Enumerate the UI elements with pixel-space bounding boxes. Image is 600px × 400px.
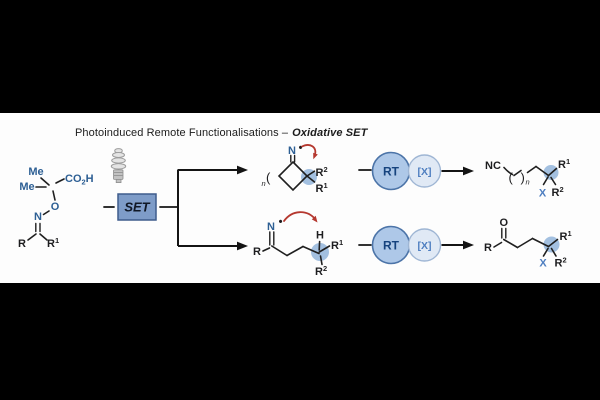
r-group-label: R xyxy=(484,242,492,254)
r1-group-label: R1 xyxy=(316,181,328,195)
oxidant-label: [X] xyxy=(418,166,432,178)
nitrogen-radical-label: N xyxy=(267,221,275,233)
oxygen-label: O xyxy=(51,201,60,213)
arrowhead xyxy=(237,165,248,175)
radical-dot: • xyxy=(279,216,283,228)
repeat-paren-close: ) xyxy=(521,170,525,185)
acyclic-iminyl-radical: R N • H R1 R2 xyxy=(253,211,343,278)
oxidant-condition-circle xyxy=(407,228,442,262)
substituent-bonds xyxy=(306,170,316,183)
conditions-bottom: RT [X] xyxy=(358,225,474,265)
arrowhead xyxy=(463,240,474,250)
carbonyl-double-bond xyxy=(501,227,507,239)
x-group-label: X xyxy=(539,188,547,200)
carboxylic-acid-label: CO2H xyxy=(65,173,94,187)
chain-bonds xyxy=(262,240,331,266)
branch-arrows xyxy=(177,165,248,251)
substrate-bonds xyxy=(27,177,65,241)
oxidant-condition-circle xyxy=(407,154,442,188)
repeat-paren-open: ( xyxy=(509,170,514,185)
r2-group-label: R2 xyxy=(316,165,328,179)
set-label: SET xyxy=(124,200,150,215)
hat-arrow xyxy=(283,211,317,222)
scheme-panel xyxy=(0,113,600,283)
hydrogen-label: H xyxy=(316,230,324,242)
r-group-label: R xyxy=(18,238,26,250)
r1-group-label: R1 xyxy=(560,229,572,243)
substrate-oxime-ester: Me Me CO2H O N R R1 xyxy=(18,166,94,250)
imine-double-bond xyxy=(290,154,296,163)
rt-label: RT xyxy=(383,239,400,253)
repeat-index: n xyxy=(526,178,530,187)
r1-group-label: R1 xyxy=(558,157,570,171)
ketone-product: R O R1 X R2 xyxy=(484,217,572,270)
r1-group-label: R1 xyxy=(331,238,343,252)
x-group-label: X xyxy=(539,258,547,270)
nitrile-label: NC xyxy=(485,160,501,172)
conditions-top: RT [X] xyxy=(358,151,474,191)
nitrogen-label: N xyxy=(34,211,42,223)
r2-group-label: R2 xyxy=(552,185,564,199)
arrowhead xyxy=(463,166,474,176)
r2-group-label: R2 xyxy=(555,256,567,270)
methyl-label: Me xyxy=(28,166,43,178)
imine-double-bond xyxy=(269,231,275,246)
hat-arrowhead xyxy=(311,215,318,223)
radical-dot: • xyxy=(299,142,303,154)
chain-bonds xyxy=(493,237,559,257)
electron-shift-arrowhead xyxy=(313,152,318,160)
chain-bonds xyxy=(503,165,558,186)
r-group-label: R xyxy=(253,246,261,258)
ring-size-paren: ( xyxy=(266,170,271,185)
methyl-label: Me xyxy=(19,181,34,193)
arrowhead xyxy=(237,241,248,251)
cfl-bulb-icon xyxy=(110,148,127,183)
oxygen-label: O xyxy=(500,217,509,229)
rt-label: RT xyxy=(383,165,400,179)
set-box xyxy=(117,193,157,221)
nitrogen-radical-label: N xyxy=(288,145,296,157)
oxidant-label: [X] xyxy=(418,240,432,252)
scheme-title: Photoinduced Remote Functionalisations –… xyxy=(75,127,369,139)
cyclic-iminyl-radical: N • n ( R2 R1 xyxy=(262,142,328,195)
ring-size-index: n xyxy=(262,179,266,188)
r1-group-label: R1 xyxy=(47,236,59,250)
imine-double-bond xyxy=(35,222,41,233)
nitrile-product: NC ( ) n R1 X R2 xyxy=(485,157,570,200)
r2-group-label: R2 xyxy=(315,264,327,278)
ring-bonds xyxy=(277,160,309,192)
photoactivation: SET xyxy=(103,148,179,221)
